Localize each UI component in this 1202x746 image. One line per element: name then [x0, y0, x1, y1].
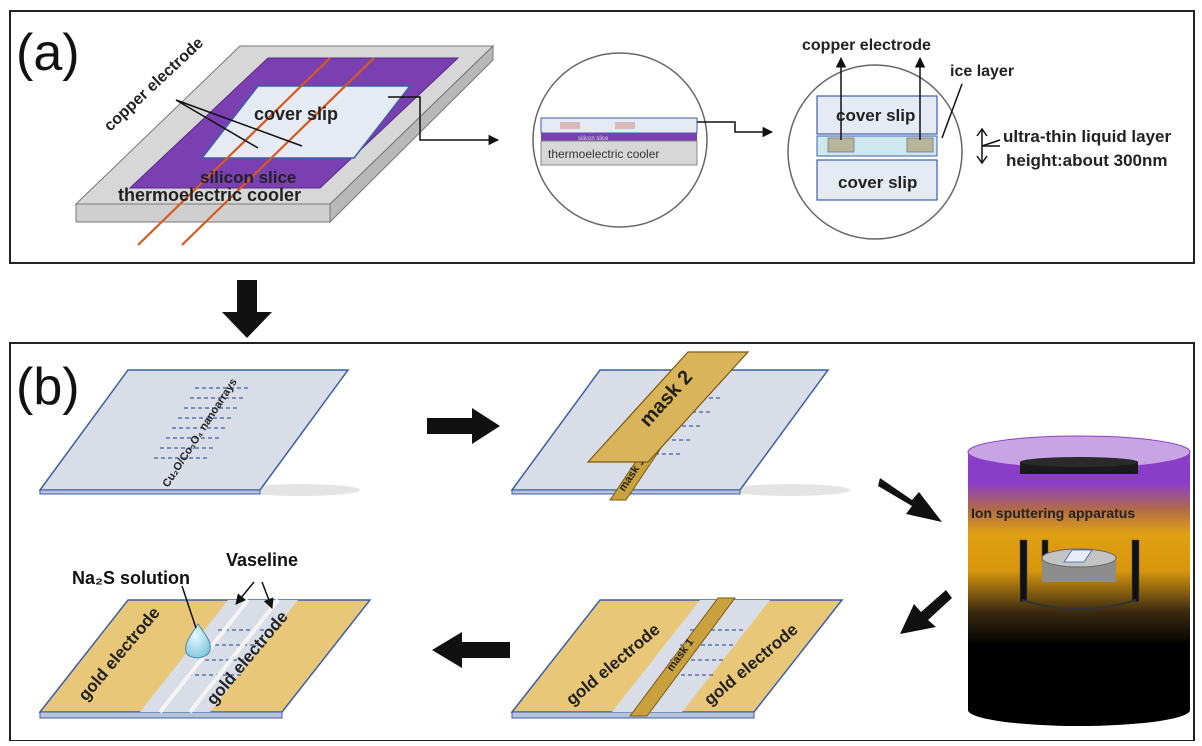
cover-slip [200, 85, 412, 159]
ion-sputtering-apparatus: Ion sputtering apparatus [967, 435, 1191, 726]
step-1-substrate: Cu₂O/Co₃O₄ nanoarrays [38, 369, 360, 496]
step-1-slip-edge [39, 489, 261, 495]
copper-wire-1 [137, 57, 331, 246]
stage-base [1021, 599, 1137, 610]
arrow-step-1-to-2 [427, 408, 500, 444]
electrode-pointer-1 [175, 99, 259, 149]
device-assembly: copper electrode cover slip silicon slic… [74, 34, 495, 246]
electrode-pointer-2 [175, 99, 303, 147]
zoom-2-copper-electrode-label: copper electrode [802, 37, 931, 54]
ion-sputtering-label: Ion sputtering apparatus [971, 505, 1135, 521]
zoom-circle-1: silicon slice thermoelectric cooler [532, 52, 708, 228]
vaseline-label: Vaseline [226, 550, 298, 570]
arrow-step-2-to-3 [878, 478, 942, 522]
zoom-arrow-2 [697, 121, 774, 138]
stage-post-left [1019, 539, 1028, 603]
cooler-front-face [75, 203, 331, 223]
zoom-2-cover-slip-bottom [816, 159, 938, 201]
thermoelectric-cooler-label: thermoelectric cooler [118, 185, 301, 205]
zoom-1-silicon-label: silicon slice [578, 136, 609, 142]
silicon-slice-label: silicon slice [200, 168, 296, 187]
stage-sample [1063, 549, 1093, 563]
step-2-masks: mask 1 mask 2 [510, 351, 850, 501]
na2s-solution-label: Na₂S solution [72, 568, 190, 588]
step-4-gold-electrodes: mask 1 gold electrode gold electrode [510, 597, 844, 719]
zoom-1-cooler [540, 140, 698, 166]
zoom-2-cover-slip-top [816, 95, 938, 135]
na2s-droplet [185, 623, 211, 659]
panel-b-letter: (b) [16, 358, 80, 416]
arrow-step-4-to-5 [432, 632, 510, 668]
ice-layer-label: ice layer [950, 63, 1014, 80]
panel-a-letter: (a) [16, 24, 80, 82]
zoom-2-electrode-2 [906, 137, 934, 153]
zoom-circle-2: cover slip cover slip [787, 64, 963, 240]
height-pointer-1 [981, 139, 1001, 147]
step-1-shadow [240, 484, 360, 496]
height-arrow-heads [976, 127, 988, 165]
zoom-1-electrode-1 [560, 122, 580, 129]
step-2-shadow [730, 484, 850, 496]
panel-transition-arrow [222, 280, 272, 338]
step-5-nanoarray-lines [188, 629, 273, 676]
zoom-1-cooler-label: thermoelectric cooler [548, 147, 659, 161]
zoom-1-silicon [541, 133, 697, 141]
step-4-mask-1 [629, 597, 736, 717]
zoom-2-electrode-1 [827, 137, 855, 153]
zoom-2-cover-slip-top-label: cover slip [836, 106, 915, 125]
height-label: height:about 300nm [1006, 151, 1168, 170]
na2s-pointer [181, 585, 197, 629]
zoom-1-electrode-2 [615, 122, 635, 129]
stage-post-right [1131, 539, 1140, 603]
mask-2-strip [586, 351, 750, 463]
sputter-cylinder-bottom [968, 694, 1190, 726]
zoom-2-cover-slip-bottom-label: cover slip [838, 173, 917, 192]
step-5-final-device: Na₂S solution Vaseline gold electrode go… [38, 550, 372, 719]
arrow-step-3-to-4 [900, 590, 952, 634]
step-1-nanoarray-lines [154, 387, 250, 459]
vaseline-strip-2 [188, 598, 280, 714]
ultra-thin-liquid-layer-label: ultra-thin liquid layer [1003, 127, 1172, 146]
vaseline-arrow-2 [261, 581, 274, 609]
copper-wire-2 [181, 57, 375, 246]
vaseline-arrow-1 [235, 581, 255, 605]
cover-slip-label: cover slip [254, 104, 338, 124]
sputter-target-top [1020, 457, 1138, 467]
zoom-arrow-1 [388, 96, 500, 146]
ice-layer-pointer [941, 83, 963, 139]
step-5-slip-edge [39, 711, 283, 719]
